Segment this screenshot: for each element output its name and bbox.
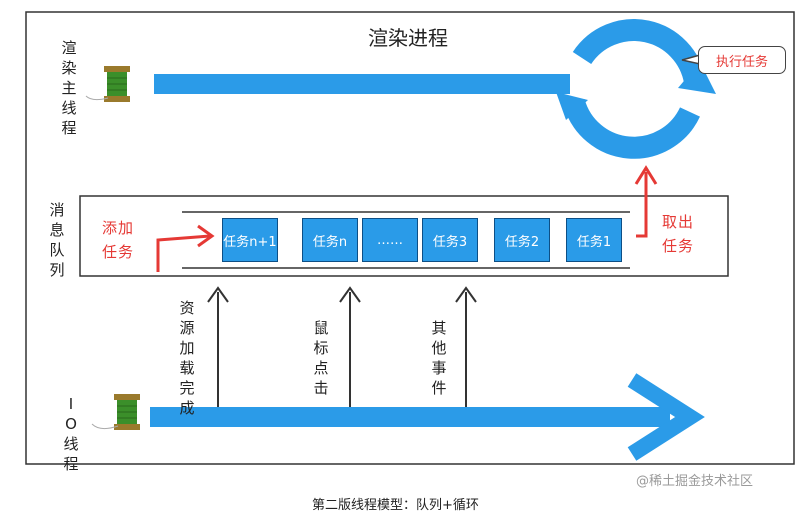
loop-arrowhead-lower — [556, 92, 588, 120]
loop-arrow-upper — [572, 19, 706, 85]
render-thread-arrow — [154, 74, 570, 94]
add-task-arrow — [156, 234, 211, 272]
loop-arrow-lower — [563, 98, 700, 159]
outer-frame — [25, 11, 795, 465]
diagram-title: 渲染进程 — [368, 26, 448, 50]
event-arrowhead-1 — [207, 286, 229, 303]
task-box: 任务2 — [494, 218, 550, 262]
event-arrowhead-3 — [455, 286, 477, 303]
take-task-arrow — [636, 172, 648, 238]
event-label-mouse-click: 鼠标点击 — [313, 319, 329, 397]
io-thread-arrow — [150, 407, 670, 427]
event-arrowhead-2 — [339, 286, 361, 303]
task-box: 任务n+1 — [222, 218, 278, 262]
task-box: 任务1 — [566, 218, 622, 262]
add-task-arrowhead — [197, 224, 215, 248]
thread-spool-icon — [85, 66, 130, 102]
loop-arrowhead-upper — [678, 62, 716, 94]
watermark: @稀土掘金技术社区 — [636, 474, 754, 489]
io-thread-arrowhead — [627, 373, 705, 461]
io-spool-icon — [91, 394, 140, 430]
task-box: 任务n — [302, 218, 358, 262]
event-label-other: 其他事件 — [431, 319, 447, 397]
take-task-arrowhead — [634, 165, 658, 185]
task-box: …… — [362, 218, 418, 262]
add-task-label: 添加任务 — [102, 219, 135, 261]
execute-task-callout: 执行任务 — [698, 46, 786, 74]
take-task-label: 取出任务 — [662, 213, 695, 255]
figure-caption: 第二版线程模型：队列+循环 — [312, 498, 479, 513]
task-box: 任务3 — [422, 218, 478, 262]
render-thread-label: 渲染主线程 — [61, 39, 77, 137]
event-label-resource-loaded: 资源加载完成 — [179, 299, 195, 417]
queue-label: 消息队列 — [49, 201, 65, 279]
queue-box — [79, 195, 729, 277]
